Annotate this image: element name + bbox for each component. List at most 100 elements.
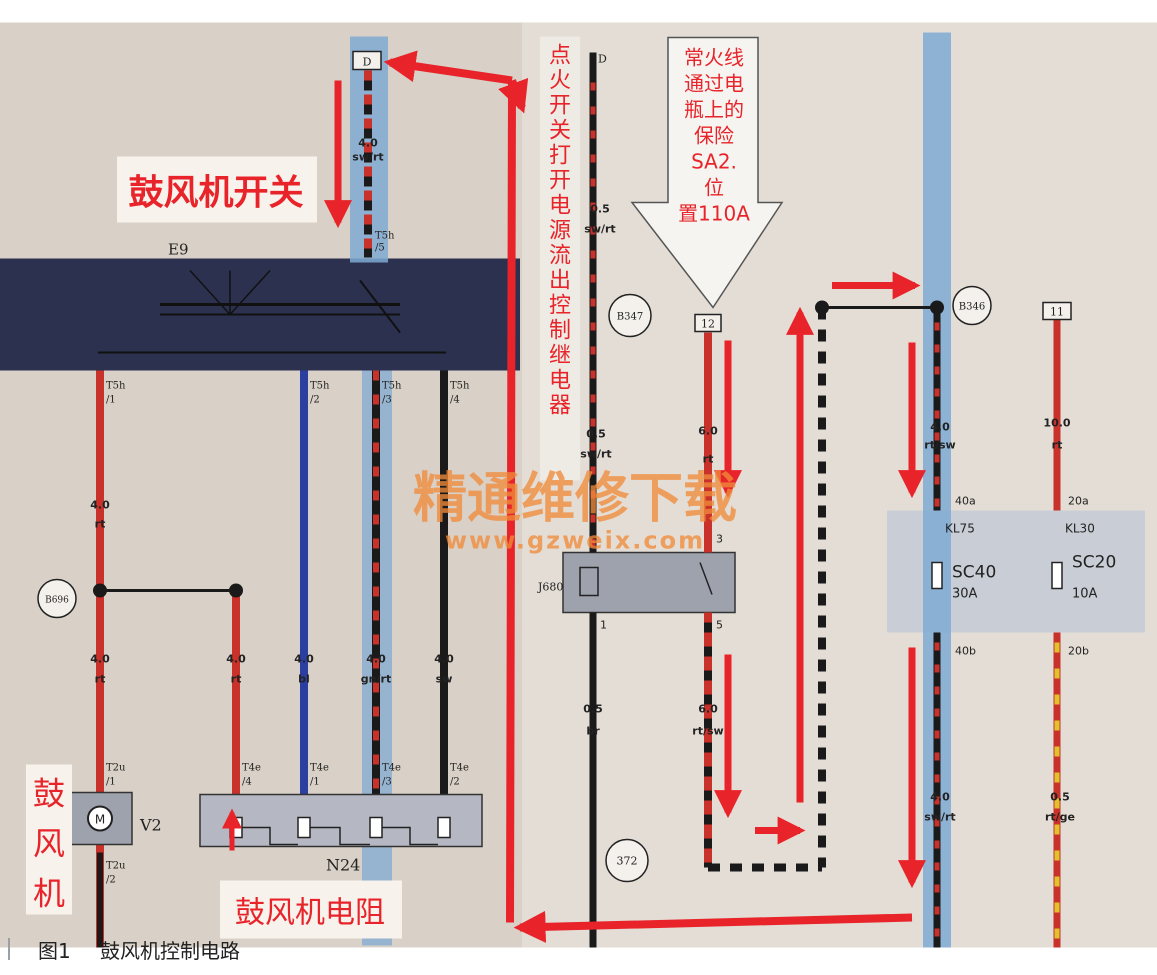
fuse-pin-40b: 40b: [955, 645, 976, 658]
t2u-bottom-pin: /2: [106, 875, 116, 886]
t4e-4-label: T4e: [450, 763, 469, 774]
junction-b346: [930, 300, 944, 315]
box-12-label: 12: [701, 318, 715, 331]
d-label: D: [598, 53, 607, 66]
wire-d2-color: sw/rt: [580, 448, 611, 461]
node-b696: [37, 578, 77, 619]
t2u-top-pin: /1: [106, 777, 116, 788]
fuse-pin-20b: 20b: [1068, 645, 1089, 658]
wire-f1-size: 4.0: [930, 421, 950, 434]
t5h-2-label: T5h: [310, 381, 330, 392]
fuse40-rating: 30A: [952, 587, 978, 602]
box-11: [1042, 301, 1072, 321]
wire-r2-size: 6.0: [698, 703, 718, 716]
watermark-text: 精通维修下载: [413, 467, 737, 530]
figure-caption: 图1 鼓风机控制电路: [0, 930, 1157, 970]
wire-1-size: 4.0: [90, 499, 110, 512]
node-b696-label: B696: [45, 596, 69, 606]
caption-marker: [8, 938, 10, 960]
node-372: [605, 838, 649, 883]
kl75-label: KL75: [945, 522, 975, 536]
flow-arrow-top-left: [383, 50, 513, 85]
resistor-label: N24: [326, 856, 360, 875]
box-11-label: 11: [1050, 306, 1064, 319]
wire-d2-size: 0.5: [586, 428, 606, 441]
box-top-label: D: [363, 56, 372, 69]
node-b346-label: B346: [959, 302, 985, 313]
t5h-2-pin: /2: [310, 395, 320, 406]
wire-3-size: 4.0: [294, 653, 314, 666]
wire-g2-size: 0.5: [1050, 791, 1070, 804]
switch-label: E9: [168, 241, 189, 259]
t5h-4-pin: /4: [450, 395, 460, 406]
fuse40-name: SC40: [952, 563, 996, 583]
flow-arrow-long-vertical: [506, 82, 516, 923]
t4e-3-label: T4e: [382, 763, 401, 774]
resistor-box: [199, 793, 483, 848]
blower-resistor-label: 鼓风机电阻: [235, 896, 385, 931]
junction-right: [229, 583, 243, 598]
relay-label: J680: [537, 581, 563, 594]
wire-d3-size: 0.5: [583, 703, 603, 716]
blower-switch-callout-box: [117, 156, 317, 223]
wire-g2-color: rt/ge: [1045, 811, 1075, 824]
wire-top-color: sw/rt: [352, 151, 383, 164]
wire-2-size: 4.0: [226, 653, 246, 666]
ignition-label: 点火开关打开电源流出控制继电器: [549, 44, 571, 419]
wire-2-color: rt: [231, 673, 242, 686]
resistor-element-4: [437, 816, 451, 839]
wire-3-color: bl: [298, 673, 310, 686]
t5h-3-label: T5h: [382, 381, 402, 392]
motor-symbol: [87, 805, 113, 832]
junction-b696: [93, 583, 107, 598]
wire-5-size: 4.0: [434, 653, 454, 666]
resistor-element-3: [369, 816, 383, 839]
junction-return: [815, 300, 829, 315]
wire-d1-color: sw/rt: [584, 223, 615, 236]
relay-coil: [579, 566, 599, 597]
wire-f1-color: rt/sw: [924, 439, 955, 452]
wire-r1-size: 6.0: [698, 425, 718, 438]
wire-g1-size: 10.0: [1043, 417, 1070, 430]
constant-power-callout-arrow: [630, 36, 784, 309]
t5h-1-label: T5h: [106, 381, 126, 392]
fuse20-name: SC20: [1072, 553, 1116, 573]
t5h-top-label: T5h: [375, 231, 395, 242]
switch-lever: [359, 279, 401, 334]
motor-label: V2: [139, 816, 162, 835]
relay-pin-1: 1: [600, 619, 607, 632]
relay-contact: [699, 562, 713, 595]
watermark-url: www.gzweix.com: [445, 527, 705, 555]
resistor-links: [242, 826, 438, 846]
t2u-bottom-label: T2u: [106, 861, 126, 872]
wire-r2-color: rt/sw: [692, 725, 723, 738]
t5h-top-pin: /5: [375, 243, 385, 254]
wire-top-size: 4.0: [358, 137, 378, 150]
relay-pin-5: 5: [716, 619, 723, 632]
motor-symbol-letter: M: [95, 813, 105, 827]
box-12: [694, 313, 722, 333]
fuse-sc20: [1051, 561, 1063, 590]
relay-box: [562, 551, 736, 614]
fuse-pin-40a: 40a: [955, 495, 976, 508]
relay-pin-3: 3: [716, 533, 723, 546]
t4e-1-pin: /4: [242, 777, 252, 788]
wire-f2-color: sw/rt: [924, 811, 955, 824]
t4e-2-pin: /1: [310, 777, 320, 788]
wire-g1-color: rt: [1052, 439, 1063, 452]
blower-motor-label: 鼓风机: [33, 775, 65, 913]
wire-d1-size: 0.5: [590, 203, 610, 216]
t5h-4-label: T5h: [450, 381, 470, 392]
resistor-element-2: [297, 816, 311, 839]
wire-1b-color: rt: [95, 673, 106, 686]
wire-f2-size: 4.0: [930, 791, 950, 804]
node-b347-label: B347: [617, 312, 643, 323]
t4e-4-pin: /2: [450, 777, 460, 788]
flow-arrow-bottom: [513, 910, 913, 943]
wire-4-size: 4.0: [366, 653, 386, 666]
switch-rays-3: [229, 269, 271, 316]
wire-r1-color: rt: [703, 453, 714, 466]
wire-1-color: rt: [95, 518, 106, 531]
